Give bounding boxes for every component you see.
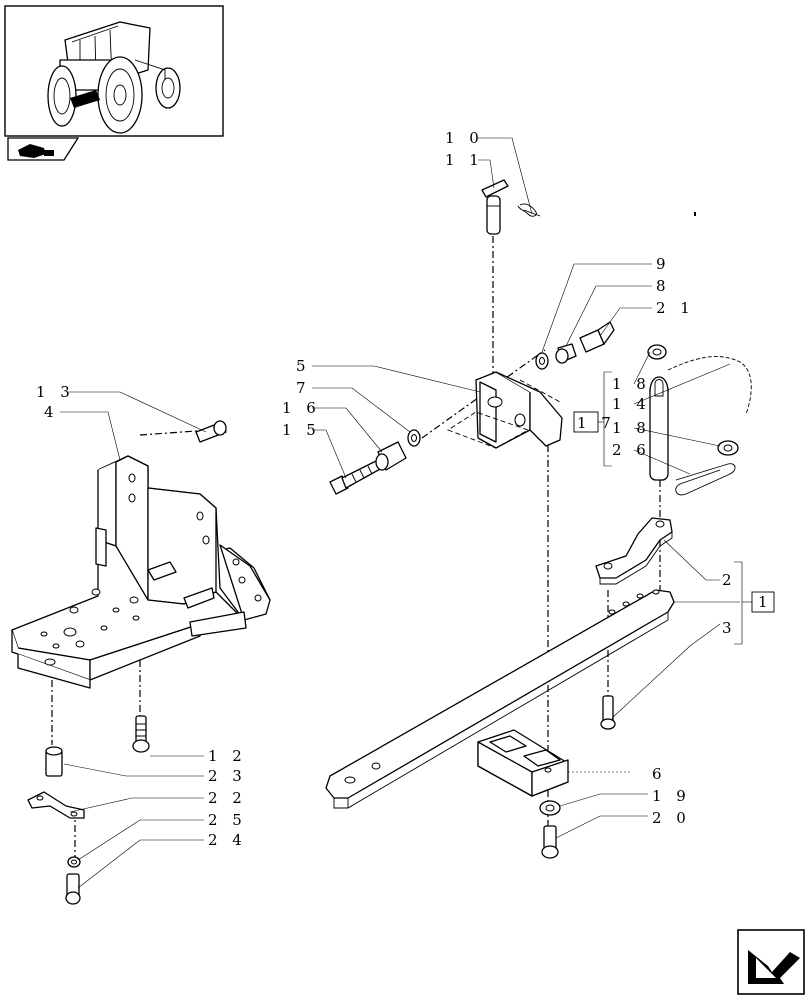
chain-part [667,356,752,415]
washer-25-part [67,856,81,868]
callout-20: 2 0 [652,809,691,827]
callout-13: 1 3 [36,383,75,401]
plate-22-part [27,791,85,819]
callout-21: 2 1 [656,299,695,317]
washer-18-bottom-part [717,440,739,456]
drawbar-frame-part [11,455,271,689]
grease-nipple-part [579,321,615,353]
bolt-3-part [600,695,616,730]
callout-14: 1 4 [612,395,651,413]
callout-24: 2 4 [208,831,247,849]
callout-15: 1 5 [282,421,321,439]
callout-3: 3 [722,619,737,637]
callout-18b: 1 8 [612,419,651,437]
callout-16: 1 6 [282,399,321,417]
group-bracket-17 [573,371,612,467]
callout-8: 8 [656,277,671,295]
group-bracket-1 [734,561,775,645]
tractor-thumbnail-icon [4,5,224,137]
support-bracket-part [447,371,563,449]
washer-19-part [539,800,561,816]
callout-4: 4 [44,403,59,421]
callout-12: 1 2 [208,747,247,765]
spacer-8-part [555,343,577,364]
callout-6: 6 [652,765,667,783]
bolt-15-part [329,459,383,495]
washer-7-part [407,429,421,447]
callout-2: 2 [722,571,737,589]
callout-18a: 1 8 [612,375,651,393]
next-page-arrow-icon[interactable] [737,929,805,995]
bolt-24-part [65,873,81,905]
stray-mark [694,212,696,216]
bolt-12-part [132,715,150,753]
callout-11: 1 1 [445,151,484,169]
leader-lines [60,137,740,889]
callout-9: 9 [656,255,671,273]
clip-26-part [675,463,736,496]
bolt-20-part [541,825,559,859]
bush-23-part [45,746,63,777]
bolt-13-part [195,420,227,443]
washer-9-part [535,352,549,370]
bush-16-part [375,441,407,471]
callout-17: 1 7 [577,414,616,432]
tractor-group-icon [7,137,80,161]
callout-25: 2 5 [208,811,247,829]
support-block-part [477,729,569,797]
callout-10: 1 0 [445,129,484,147]
hitch-pin-14-part [649,376,669,481]
hitch-pin-part [481,179,509,235]
callout-23: 2 3 [208,767,247,785]
link-plate-part [595,517,673,585]
callout-1: 1 [758,593,773,611]
callout-7: 7 [296,379,311,397]
callout-22: 2 2 [208,789,247,807]
lynch-pin-part [517,203,541,217]
callout-labels: 1 0 1 1 9 8 2 1 5 7 1 6 1 5 1 3 4 1 8 1 … [36,129,773,849]
callout-19: 1 9 [652,787,691,805]
washer-18-top-part [647,344,667,360]
callout-5: 5 [296,357,311,375]
drawbar-part [325,589,675,809]
callout-26: 2 6 [612,441,651,459]
